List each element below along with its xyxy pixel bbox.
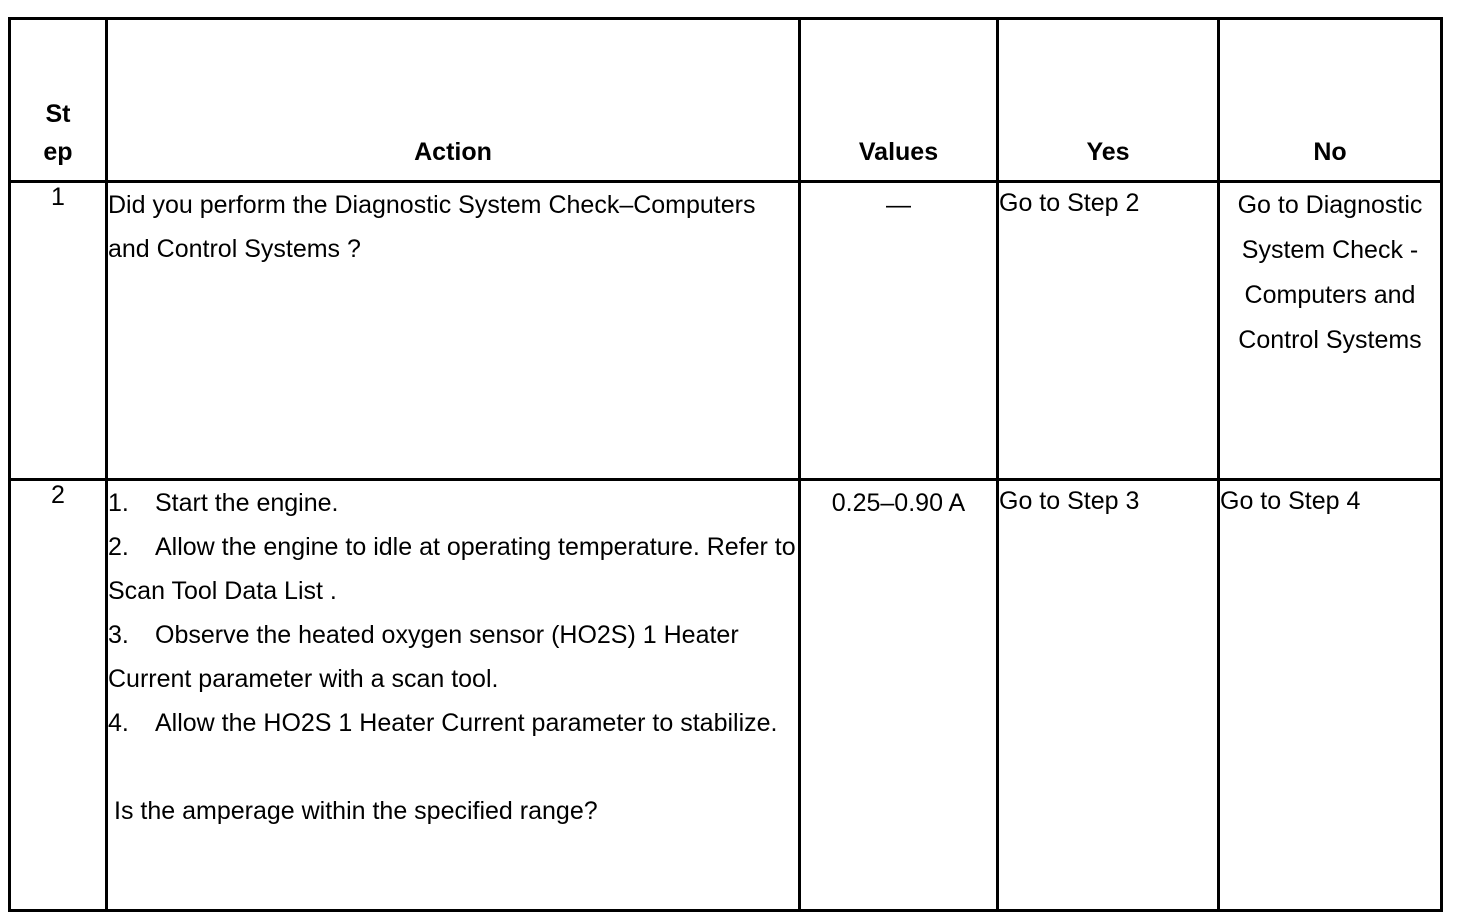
step-yes-action: Go to Step 3 [996, 478, 1220, 912]
list-item: 1. Start the engine. [108, 481, 798, 525]
column-header-no: No [1217, 17, 1443, 183]
step-action: Did you perform the Diagnostic System Ch… [105, 180, 801, 481]
list-item-number: 4. [108, 709, 129, 737]
list-item: 4. Allow the HO2S 1 Heater Current parame… [108, 701, 798, 745]
column-header-yes: Yes [996, 17, 1220, 183]
list-item-number: 1. [108, 489, 129, 517]
step-number: 1 [8, 180, 108, 481]
step-action: 1. Start the engine. 2.Allow the engine t… [105, 478, 801, 912]
table-row: 2 1. Start the engine. 2.Allow the engine… [8, 478, 1443, 912]
table-header-row: St ep Action Values Yes No [8, 17, 1443, 183]
step-no-action: Go to Diagnostic System Check - Computer… [1217, 180, 1443, 481]
list-item-number: 2. [108, 533, 129, 561]
procedure-list: 1. Start the engine. 2.Allow the engine t… [108, 481, 798, 745]
list-item-text: Allow the engine to idle at operating te… [108, 533, 796, 605]
column-header-step-line1: St [45, 100, 71, 128]
step-values: — [798, 180, 999, 481]
action-question: Is the amperage within the specified ran… [114, 797, 598, 825]
step-yes-action: Go to Step 2 [996, 180, 1220, 481]
column-header-step: St ep [8, 17, 108, 183]
step-values: 0.25–0.90 A [798, 478, 999, 912]
list-item-text: Start the engine. [155, 489, 339, 517]
column-header-values: Values [798, 17, 999, 183]
column-header-step-line2: ep [43, 138, 73, 166]
list-item: 3.Observe the heated oxygen sensor (HO2S… [108, 613, 798, 701]
step-number: 2 [8, 478, 108, 912]
step-no-action: Go to Step 4 [1217, 478, 1443, 912]
values-range: 0.25–0.90 [831, 489, 943, 517]
table-row: 1 Did you perform the Diagnostic System … [8, 180, 1443, 481]
list-item-text: Observe the heated oxygen sensor (HO2S) … [108, 621, 739, 693]
list-item-number: 3. [108, 621, 129, 649]
list-item: 2.Allow the engine to idle at operating … [108, 525, 798, 613]
diagnostic-procedure-table: St ep Action Values Yes No 1 Did you per… [8, 17, 1443, 912]
values-unit: A [948, 489, 966, 517]
column-header-action: Action [105, 17, 801, 183]
list-item-text: Allow the HO2S 1 Heater Current paramete… [155, 709, 778, 737]
